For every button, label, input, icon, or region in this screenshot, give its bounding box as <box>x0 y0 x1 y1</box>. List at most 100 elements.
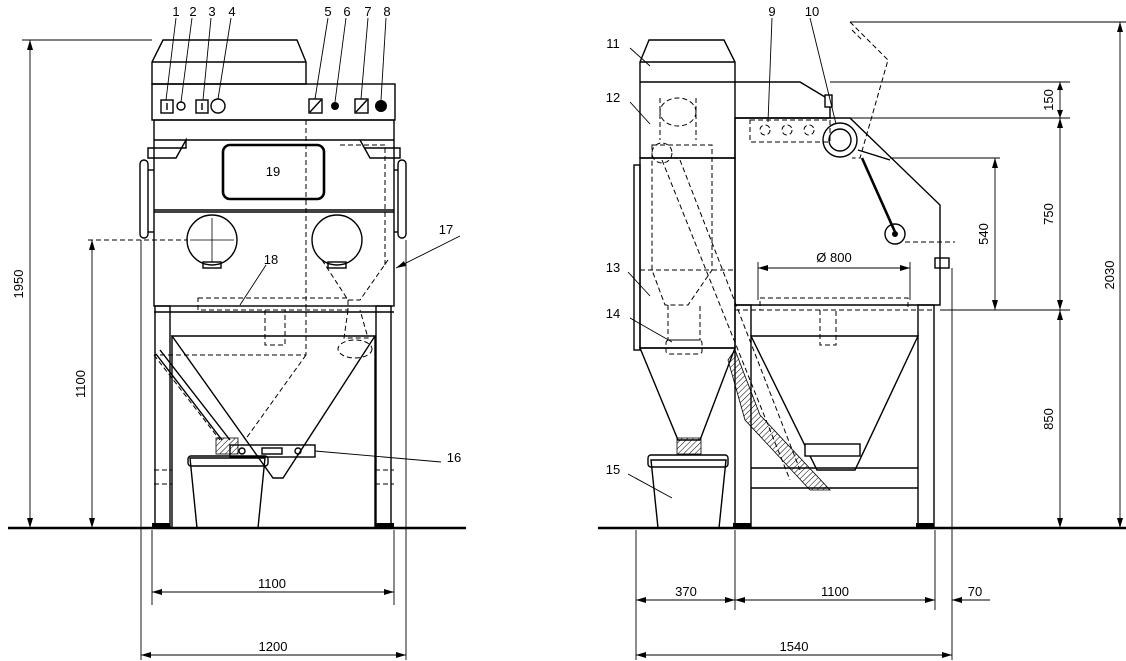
arrow-70 <box>952 597 962 603</box>
glove-port-right-clamp <box>327 261 347 269</box>
left-handle <box>139 159 149 239</box>
side-hidden-grid <box>759 297 909 311</box>
dim-1540: 1540 <box>780 639 809 654</box>
valve-knob-right <box>294 447 302 455</box>
arrow-1100w-left <box>152 589 162 595</box>
front-cabinet <box>153 119 395 307</box>
right-handle <box>397 159 407 239</box>
lid-open-hinge <box>851 29 863 41</box>
callout-14: 14 <box>606 306 620 321</box>
arrow-150-top <box>1057 82 1063 90</box>
leader-18 <box>239 264 267 306</box>
leader-5 <box>314 17 329 100</box>
side-cabinet <box>734 117 941 306</box>
arrow-750-top <box>1057 118 1063 128</box>
callout-16: 16 <box>447 450 461 465</box>
side-view: 9 10 11 12 13 14 15 150 750 540 850 2030… <box>598 4 1126 660</box>
callout-9: 9 <box>768 4 775 19</box>
callout-13: 13 <box>606 260 620 275</box>
nozzle-c <box>803 124 815 136</box>
switch-3 <box>195 99 209 114</box>
front-hidden-outlet <box>337 339 373 359</box>
side-hidden-hose-a <box>661 159 791 481</box>
front-hidden-funnel <box>321 259 389 301</box>
lid-open-outline <box>849 21 889 159</box>
switch-7 <box>354 98 369 114</box>
duct <box>735 81 831 119</box>
cyclone-top <box>639 39 736 159</box>
nozzle-housing <box>749 119 831 143</box>
callout-17: 17 <box>439 222 453 237</box>
callout-2: 2 <box>189 4 196 19</box>
front-bucket-rim <box>187 455 269 467</box>
leader-16 <box>314 450 442 463</box>
leader-9 <box>767 17 773 123</box>
cyclone-hidden-filter <box>651 144 713 306</box>
leader-3 <box>202 17 212 101</box>
arrow-1540-left <box>636 652 646 658</box>
arrow-2030-bottom <box>1117 518 1123 528</box>
leader-17 <box>395 235 461 269</box>
arrow-1950-bottom <box>27 518 33 528</box>
front-hidden-filter <box>340 144 386 265</box>
front-hidden-drain <box>264 310 286 346</box>
arrow-1100w-right <box>384 589 394 595</box>
callout-3: 3 <box>208 4 215 19</box>
lower-pivot <box>884 223 906 245</box>
arrow-1100s-left <box>735 597 745 603</box>
lamp-2 <box>176 101 186 111</box>
gas-strut <box>860 157 897 233</box>
front-foot-right <box>376 523 394 528</box>
arrow-800-right <box>900 265 910 271</box>
gauge-4 <box>210 98 226 114</box>
leader-8 <box>380 17 387 101</box>
front-hidden-funnel-neck <box>343 309 369 339</box>
dim-540: 540 <box>976 223 991 245</box>
viewing-window <box>221 143 326 201</box>
dim-750: 750 <box>1041 203 1056 225</box>
dim-850: 850 <box>1041 408 1056 430</box>
callout-7: 7 <box>364 4 371 19</box>
dim-1200-width: 1200 <box>259 639 288 654</box>
front-hidden-cone-left <box>153 354 221 441</box>
cyclone-side-plate <box>633 164 641 351</box>
callout-12: 12 <box>606 90 620 105</box>
side-hidden-drain <box>819 310 837 346</box>
arrow-1200w-left <box>141 652 151 658</box>
lamp-6 <box>331 102 339 110</box>
arrow-1200w-right <box>396 652 406 658</box>
leader-14 <box>629 317 673 343</box>
leader-10 <box>809 17 837 125</box>
front-hopper <box>170 335 377 479</box>
left-latch <box>147 137 187 159</box>
leader-11 <box>629 47 651 67</box>
arrow-1950-top <box>27 40 33 50</box>
leader-6 <box>334 17 347 103</box>
dim-1100-side: 1100 <box>821 584 849 599</box>
side-latch <box>934 257 950 269</box>
callout-10: 10 <box>805 4 819 19</box>
lower-pivot-center <box>892 231 898 237</box>
callout-19: 19 <box>266 164 280 179</box>
glove-port-right <box>311 214 363 266</box>
cyclone-body <box>639 157 736 349</box>
side-hopper <box>749 335 920 471</box>
switch-7-mark <box>355 99 368 113</box>
leader-4 <box>217 17 232 100</box>
leader-7 <box>360 17 369 100</box>
callout-4: 4 <box>228 4 235 19</box>
arrow-540-top <box>992 158 998 168</box>
leader-15 <box>627 473 673 499</box>
gas-strut-top <box>857 149 891 161</box>
side-bucket-rim <box>647 454 729 468</box>
side-hopper-valve <box>804 443 861 457</box>
callout-1: 1 <box>172 4 179 19</box>
dim-1100-width: 1100 <box>258 576 286 591</box>
button-8 <box>375 100 387 112</box>
nozzle-b <box>781 124 793 136</box>
arrow-540-bottom <box>992 300 998 310</box>
callout-6: 6 <box>343 4 350 19</box>
front-hose <box>155 349 231 441</box>
arrow-17 <box>396 261 406 268</box>
